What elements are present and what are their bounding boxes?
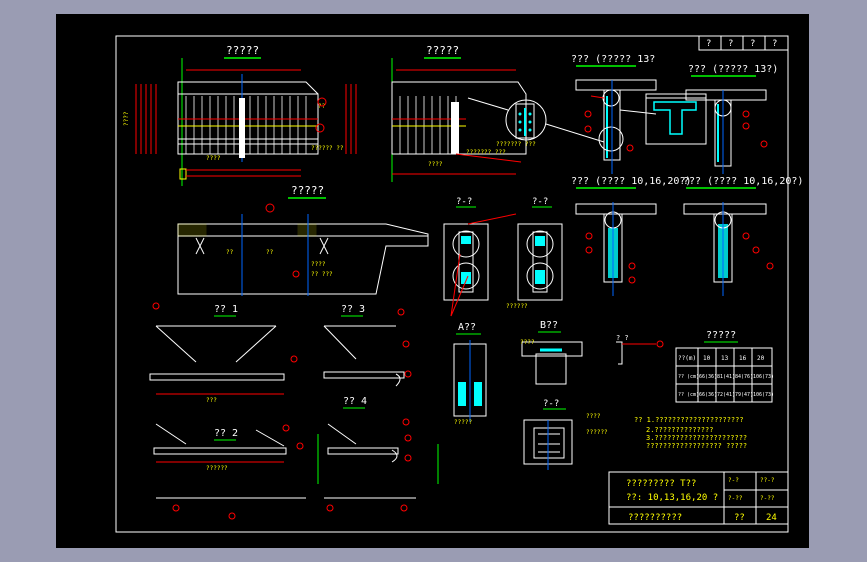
svg-text:? ?: ? ? xyxy=(616,334,629,342)
table-r0c3: 84(76) xyxy=(735,374,753,380)
svg-text:????: ???? xyxy=(428,161,443,168)
table-r1c4: 106(73) xyxy=(753,392,774,398)
data-table: ????? ??(m) 10 13 16 20 ?? (cm) 66(36) 8… xyxy=(675,330,774,403)
cut-b-title: ?-? xyxy=(532,197,548,207)
svg-text:??: ?? xyxy=(226,249,234,256)
table-r0c4: 106(73) xyxy=(753,374,774,380)
circle-detail-a: ??????? ??? xyxy=(467,97,605,148)
note-2: 2.?????????????? xyxy=(646,426,713,434)
svg-text:????: ???? xyxy=(520,339,535,346)
cut-c: ?-? ???? ?????? xyxy=(523,399,608,470)
tb-r1-1: ??-? xyxy=(760,477,775,484)
table-h1: 10 xyxy=(703,355,711,362)
elev-a-dim: ?????? ?? xyxy=(311,145,344,152)
corner-text-3: ? xyxy=(750,39,755,49)
svg-text:????: ???? xyxy=(123,111,130,126)
svg-text:??: ?? xyxy=(318,103,326,110)
elev-b-dim: ??????? ??? xyxy=(466,149,506,156)
tb-r2-0: ?-?? xyxy=(728,495,743,502)
svg-text:????: ???? xyxy=(586,413,601,420)
section-mid-2: ??? (???? 10,16,20?) xyxy=(683,176,803,296)
section-mid1-title: ??? (???? 10,16,20?) xyxy=(571,176,691,187)
corner-box: ? ? ? ? xyxy=(698,35,789,51)
svg-text:?? ???: ?? ??? xyxy=(311,271,333,278)
svg-text:??????: ?????? xyxy=(206,465,228,472)
elev-b-title: ????? xyxy=(426,44,459,57)
drawing-frame xyxy=(115,35,789,533)
section-top2-title: ??? (????? 13?) xyxy=(688,64,778,75)
table-h2: 13 xyxy=(721,355,729,362)
small-detail: ? ? xyxy=(616,334,664,365)
svg-text:??????: ?????? xyxy=(586,429,608,436)
cad-drawing: ? ? ? ? ????? ???? xyxy=(115,35,803,533)
table-r0c2: 81(41) xyxy=(717,374,735,380)
table-r1c3: 79(47) xyxy=(735,392,753,398)
detail-a: A?? ????? xyxy=(453,322,487,426)
section-top-title: ??? (????? 13? xyxy=(571,54,655,65)
title-name-2: ??: 10,13,16,20 ? xyxy=(626,493,718,503)
section-top-2: ??? (????? 13?) xyxy=(685,64,778,174)
table-r0c0: ?? (cm) xyxy=(678,374,699,380)
notes: ?? 1.????????????????????? 2.???????????… xyxy=(634,416,747,450)
t-section-detail xyxy=(645,93,707,145)
detail-b: B?? ???? xyxy=(520,320,583,385)
corner-text-2: ? xyxy=(728,39,733,49)
table-r1c1: 66(36) xyxy=(699,392,717,398)
table-h3: 16 xyxy=(739,355,747,362)
bar-3: ?? 3 xyxy=(323,304,412,387)
section-mid2-title: ??? (???? 10,16,20?) xyxy=(683,176,803,187)
tb-sheet-no: 24 xyxy=(766,513,777,523)
elevation-b: ????? ??????? ??? ???? xyxy=(345,44,527,182)
svg-text:??????: ?????? xyxy=(506,303,528,310)
detail-b-title: B?? xyxy=(540,320,558,331)
elevation-a: ????? ???? ?? ???? ???? xyxy=(123,44,344,186)
table-h0: ??(m) xyxy=(678,355,696,362)
table-r1c0: ?? (cm) xyxy=(678,392,699,398)
svg-text:????: ???? xyxy=(311,261,326,268)
section-mid-1: ??? (???? 10,16,20?) xyxy=(571,176,691,296)
tb-sheet-label: ?? xyxy=(734,513,745,523)
note-4: ?????????????????? ????? xyxy=(646,442,747,450)
detail-a-title: A?? xyxy=(458,322,476,333)
title-block: ????????? T?? ??: 10,13,16,20 ? ????????… xyxy=(608,471,789,525)
corner-text-4: ? xyxy=(772,39,777,49)
svg-text:??: ?? xyxy=(266,249,274,256)
tb-r1-0: ?-? xyxy=(728,477,739,484)
bar-4-title: ?? 4 xyxy=(343,396,367,407)
tb-r2-1: ?-?? xyxy=(760,495,775,502)
cut-b: ?-? ?????? xyxy=(506,197,563,310)
corner-text-1: ? xyxy=(706,39,711,49)
elev-b-dim2: ??????? ??? xyxy=(496,141,536,148)
title-name-1: ????????? T?? xyxy=(626,479,696,489)
section-top: ??? (????? 13? xyxy=(571,54,657,174)
bar-2: ?? 2 ?????? xyxy=(153,423,304,472)
svg-text:?????: ????? xyxy=(454,419,472,426)
table-r0c1: 66(36) xyxy=(699,374,717,380)
bar-1-title: ?? 1 xyxy=(214,304,238,315)
beam-elevation: ????? ?? ?? ???? ?? ??? xyxy=(177,184,429,296)
bar-4: ?? 4 xyxy=(317,396,439,484)
table-r1c2: 72(41) xyxy=(717,392,735,398)
elev-a-title: ????? xyxy=(226,44,259,57)
title-company: ?????????? xyxy=(628,513,682,523)
cut-c-title: ?-? xyxy=(543,399,559,409)
note-3: 3.?????????????????????? xyxy=(646,434,747,442)
table-h4: 20 xyxy=(757,355,765,362)
beam-elev-title: ????? xyxy=(291,184,324,197)
note-1: ?? 1.????????????????????? xyxy=(634,416,744,424)
drawing-sheet: ? ? ? ? ????? ???? xyxy=(56,14,809,548)
bar-3-title: ?? 3 xyxy=(341,304,365,315)
bar-1: ?? 1 ??? xyxy=(149,302,298,404)
bar-2-title: ?? 2 xyxy=(214,428,238,439)
svg-text:???: ??? xyxy=(206,397,217,404)
svg-text:????: ???? xyxy=(206,155,221,162)
cut-a: ?-? xyxy=(443,197,489,301)
table-title: ????? xyxy=(706,330,736,341)
cut-a-title: ?-? xyxy=(456,197,472,207)
